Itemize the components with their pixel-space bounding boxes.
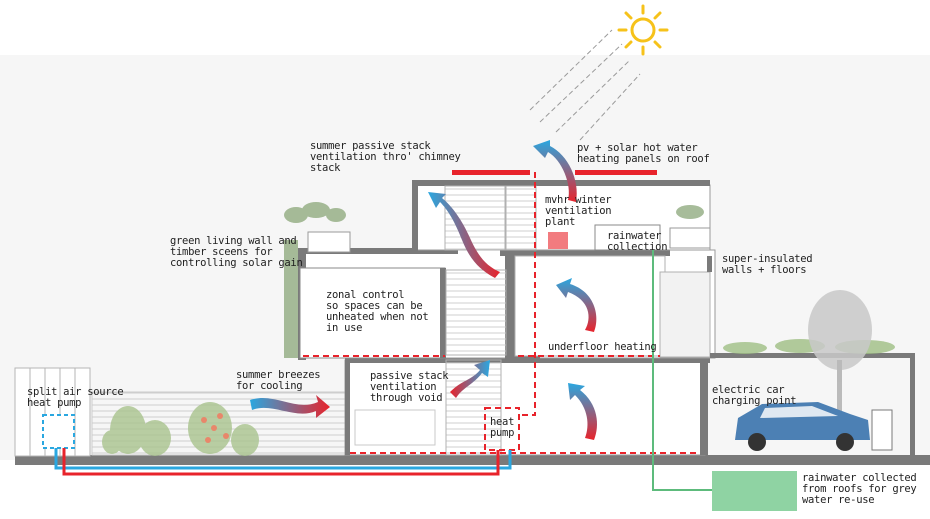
sun-rays xyxy=(529,29,641,141)
airflow-arrows xyxy=(250,140,598,440)
car-icon xyxy=(735,402,870,451)
rainwater-tank xyxy=(712,471,797,511)
rainwater-pipe xyxy=(652,250,712,491)
green-living-wall xyxy=(284,202,704,358)
ground-heating-arrow xyxy=(568,383,598,440)
ground-slab xyxy=(15,455,930,465)
label-passive-stack-void: passive stack ventilation through void xyxy=(370,370,449,404)
label-summer-stack: summer passive stack ventilation thro' c… xyxy=(310,140,461,174)
label-pv-solar: pv + solar hot water heating panels on r… xyxy=(577,142,710,165)
heated-zone-outlines xyxy=(303,172,700,454)
label-heat-pump: heat pump xyxy=(490,416,515,439)
stack-void-arrow xyxy=(450,360,490,398)
summer-breeze-arrow xyxy=(250,395,330,418)
label-underfloor-heating: underfloor heating xyxy=(548,341,657,353)
tree-icon xyxy=(808,290,872,420)
heat-pump-pipework xyxy=(54,448,512,476)
label-green-wall: green living wall and timber sceens for … xyxy=(170,235,303,269)
split-air-source-unit xyxy=(42,414,75,449)
label-super-insulated: super-insulated walls + floors xyxy=(722,253,813,276)
label-electric-car: electric car charging point xyxy=(712,384,797,407)
flowers xyxy=(201,413,229,443)
chimney-stack-arrow xyxy=(533,140,577,202)
pv-panel-right xyxy=(575,170,657,175)
sun-icon xyxy=(617,4,669,56)
charging-point xyxy=(871,409,893,451)
label-summer-breezes: summer breezes for cooling xyxy=(236,369,321,392)
pv-panel-left xyxy=(452,170,530,175)
underfloor-heating-arrow xyxy=(556,278,597,332)
label-rainwater-collection: rainwater collection xyxy=(607,230,668,253)
label-split-air-source: split air source heat pump xyxy=(27,386,124,409)
label-zonal-control: zonal control so spaces can be unheated … xyxy=(326,289,429,334)
mvhr-plant xyxy=(548,232,568,249)
stack-s-arrow xyxy=(428,192,500,278)
label-mvhr: mvhr winter ventilation plant xyxy=(545,194,612,228)
insulation-marker xyxy=(707,256,712,272)
label-rainwater-tank: rainwater collected from roofs for grey … xyxy=(802,472,917,506)
